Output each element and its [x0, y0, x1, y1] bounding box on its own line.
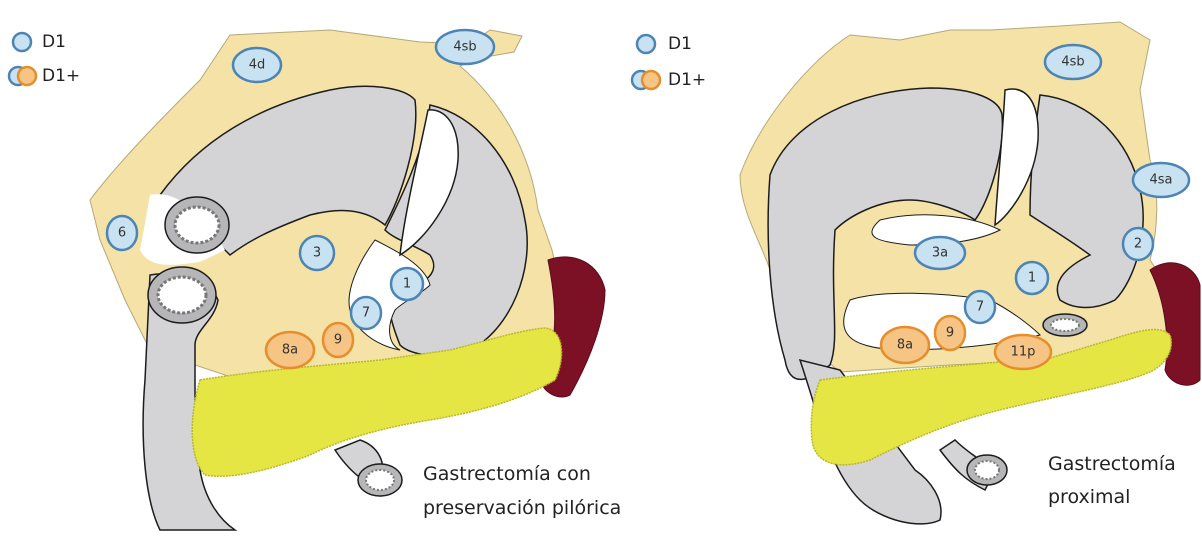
right-stump-lumen [1051, 319, 1079, 331]
left-node-8a: 8a [266, 332, 314, 368]
legend-d1plus-marker-orange [18, 67, 36, 85]
right-node-8a: 8a [881, 327, 929, 363]
left-node-6: 6 [107, 216, 137, 250]
right-caption-line2: proximal [1048, 486, 1130, 508]
svg-text:9: 9 [946, 326, 954, 341]
svg-text:6: 6 [118, 226, 126, 241]
right-node-7: 7 [965, 291, 995, 323]
right-diagram: D1 D1+ 4sb 4sa 2 3a 1 7 [632, 22, 1200, 524]
legend-d1-label: D1 [668, 34, 692, 54]
left-node-3: 3 [300, 236, 334, 270]
legend-d1-marker [13, 33, 31, 51]
svg-text:7: 7 [362, 306, 370, 321]
svg-text:8a: 8a [282, 343, 298, 358]
left-node-1: 1 [391, 268, 423, 300]
svg-text:3: 3 [313, 246, 321, 261]
right-node-2: 2 [1123, 228, 1153, 260]
svg-text:4d: 4d [249, 58, 266, 73]
legend-d1-marker [637, 35, 655, 53]
svg-text:9: 9 [334, 333, 342, 348]
svg-text:4sb: 4sb [1061, 55, 1084, 70]
left-legend: D1 D1+ [9, 32, 80, 86]
svg-text:7: 7 [976, 300, 984, 315]
legend-d1-label: D1 [42, 32, 66, 52]
legend-d1plus-marker-orange [642, 71, 660, 89]
legend-d1plus-label: D1+ [42, 66, 80, 86]
right-node-1: 1 [1016, 262, 1048, 294]
right-bowel-end-lumen [975, 461, 999, 479]
svg-text:3a: 3a [932, 246, 948, 261]
svg-text:11p: 11p [1011, 345, 1036, 360]
right-legend: D1 D1+ [632, 34, 706, 90]
right-node-3a: 3a [915, 237, 965, 269]
right-node-4sb: 4sb [1045, 45, 1101, 79]
left-diagram: D1 D1+ 4d 4sb 6 3 1 7 [9, 30, 621, 530]
left-caption-line1: Gastrectomía con [423, 463, 591, 485]
right-node-4sa: 4sa [1133, 163, 1189, 197]
right-node-11p: 11p [995, 335, 1051, 369]
svg-text:1: 1 [403, 277, 411, 292]
left-node-4d: 4d [233, 48, 281, 82]
left-caption-line2: preservación pilórica [423, 497, 621, 519]
right-caption-line1: Gastrectomía [1048, 453, 1176, 475]
svg-text:1: 1 [1028, 271, 1036, 286]
left-node-4sb: 4sb [436, 30, 494, 64]
left-node-9: 9 [323, 323, 353, 357]
left-tube-end-lower-lumen [158, 277, 206, 313]
svg-text:2: 2 [1134, 237, 1142, 252]
right-node-9: 9 [935, 316, 965, 350]
left-bowel-end-lumen [366, 470, 394, 490]
svg-text:4sb: 4sb [453, 40, 476, 55]
svg-text:8a: 8a [897, 338, 913, 353]
svg-text:4sa: 4sa [1149, 173, 1172, 188]
left-tube-end-upper-lumen [175, 207, 219, 243]
left-node-7: 7 [351, 297, 381, 329]
legend-d1plus-label: D1+ [668, 70, 706, 90]
